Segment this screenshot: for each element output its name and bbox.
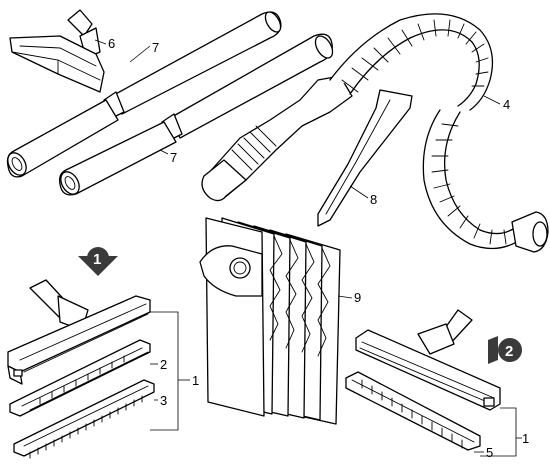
callout-2: 2: [160, 357, 167, 372]
callout-6: 6: [108, 36, 115, 51]
floor-nozzle-right-part-1: 1 5: [345, 309, 529, 460]
callout-8: 8: [370, 192, 377, 207]
nozzle-part-6: 6: [9, 9, 115, 93]
callout-7-upper: 7: [152, 40, 159, 55]
callout-3: 3: [160, 393, 167, 408]
suction-tubes-part-7: 7 7: [6, 11, 334, 196]
step-2-marker: 2: [488, 336, 522, 364]
floor-nozzle-left-part-1: 1 2 3: [7, 279, 199, 459]
callout-1-right: 1: [522, 431, 529, 446]
suction-hose-part-4: 4: [201, 13, 549, 253]
step-2-number: 2: [505, 343, 513, 360]
callout-5: 5: [486, 445, 493, 460]
callout-1-left: 1: [192, 373, 199, 388]
brush-insert-part-5: [345, 371, 481, 451]
strip-insert-part-2: [9, 339, 151, 417]
step-1-number: 1: [93, 251, 101, 268]
callout-4: 4: [503, 97, 510, 112]
callout-7-lower: 7: [170, 150, 177, 165]
step-1-marker: 1: [78, 247, 118, 276]
callout-9: 9: [354, 290, 361, 305]
filter-bags-part-9: 9: [199, 217, 361, 425]
brush-insert-part-3: [13, 379, 155, 459]
crevice-nozzle-part-8: 8: [317, 89, 413, 227]
